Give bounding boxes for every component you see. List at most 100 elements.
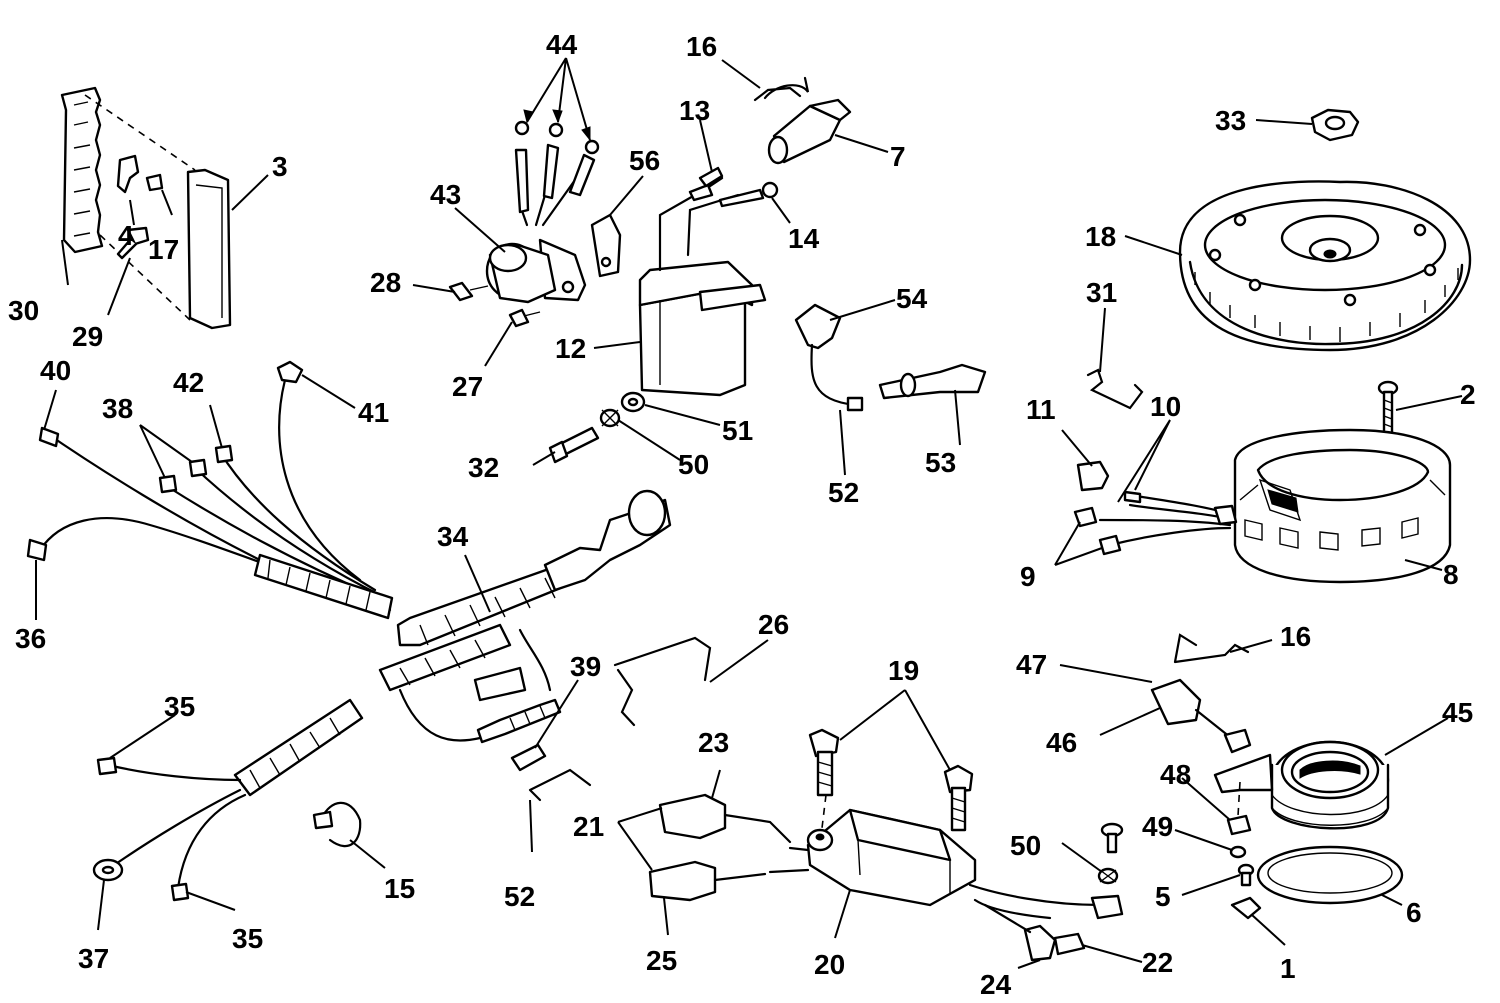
callout-46: 46 — [1046, 727, 1077, 758]
callout-47: 47 — [1016, 649, 1047, 680]
callout-52-bottom: 52 — [504, 881, 535, 912]
callout-13: 13 — [679, 95, 710, 126]
ignition-coil — [638, 168, 779, 397]
callout-51: 51 — [722, 415, 753, 446]
spark-boot-53 — [878, 363, 987, 400]
callout-29: 29 — [72, 321, 103, 352]
callout-23: 23 — [698, 727, 729, 758]
terminal-41 — [276, 360, 304, 384]
clip-15 — [312, 801, 362, 848]
screw-50b — [1100, 822, 1124, 854]
timer-base — [1213, 740, 1390, 830]
spark-boot-54 — [794, 303, 864, 412]
callout-11: 11 — [1026, 394, 1056, 425]
screws-19 — [808, 728, 974, 832]
clip-52b — [528, 768, 592, 802]
washer-51 — [620, 391, 646, 413]
screw-17 — [145, 173, 164, 192]
clip-4 — [116, 154, 140, 194]
callout-18: 18 — [1085, 221, 1116, 252]
lockwasher-50b — [1097, 867, 1119, 885]
callout-19: 19 — [888, 655, 919, 686]
callout-33: 33 — [1215, 105, 1246, 136]
callout-50-top: 50 — [678, 449, 709, 480]
callout-24: 24 — [980, 969, 1012, 1000]
callout-50-bottom: 50 — [1010, 830, 1041, 861]
connector-40 — [38, 426, 60, 448]
callout-54: 54 — [896, 283, 928, 314]
connector-36 — [26, 538, 48, 562]
clip-31 — [1086, 368, 1144, 410]
callout-20: 20 — [814, 949, 845, 980]
lockwasher-50a — [599, 408, 621, 428]
leader-lines — [35, 57, 1463, 969]
callout-16-right: 16 — [1280, 621, 1311, 652]
callout-31: 31 — [1086, 277, 1117, 308]
callout-7: 7 — [890, 141, 906, 172]
flywheel — [1178, 180, 1472, 352]
terminal-block — [60, 86, 196, 321]
fuse-39 — [510, 743, 547, 772]
callout-16-top: 16 — [686, 31, 717, 62]
callout-10: 10 — [1150, 391, 1181, 422]
callout-6: 6 — [1406, 897, 1422, 928]
screw-2 — [1377, 380, 1399, 442]
callout-21: 21 — [573, 811, 604, 842]
callout-8: 8 — [1443, 559, 1459, 590]
callout-5: 5 — [1155, 881, 1171, 912]
connector-23 — [658, 793, 792, 844]
terminal-cover — [186, 168, 232, 330]
callout-30: 30 — [8, 295, 39, 326]
callout-44: 44 — [546, 29, 578, 60]
callout-53: 53 — [925, 447, 956, 478]
clip-48 — [1226, 781, 1252, 836]
callout-22: 22 — [1142, 947, 1173, 978]
callout-3: 3 — [272, 151, 288, 182]
callout-32: 32 — [468, 452, 499, 483]
harness-branch — [92, 698, 364, 902]
connector-25 — [648, 860, 767, 902]
callout-56: 56 — [629, 145, 660, 176]
clip-16b — [1173, 633, 1250, 664]
trigger-sensor-47 — [1150, 678, 1252, 754]
callout-41: 41 — [358, 397, 389, 428]
screw-29 — [116, 226, 150, 260]
callout-49: 49 — [1142, 811, 1173, 842]
callout-35-top: 35 — [164, 691, 195, 722]
callout-27: 27 — [452, 371, 483, 402]
callout-39: 39 — [570, 651, 601, 682]
terminals-38 — [158, 458, 208, 494]
callout-15: 15 — [384, 873, 415, 904]
callout-35-bottom: 35 — [232, 923, 263, 954]
screw-27 — [508, 308, 541, 328]
callout-28: 28 — [370, 267, 401, 298]
screw-5 — [1237, 863, 1255, 887]
screw-32 — [548, 426, 600, 464]
nut-33 — [1310, 108, 1360, 142]
callout-43: 43 — [430, 179, 461, 210]
connector-24 — [983, 903, 1086, 962]
clip-56 — [590, 213, 622, 278]
callout-48: 48 — [1160, 759, 1191, 790]
screw-49 — [1229, 845, 1247, 859]
boot-7 — [767, 98, 852, 165]
retaining-ring-6 — [1256, 845, 1404, 905]
callout-38: 38 — [102, 393, 133, 424]
clip-26 — [613, 636, 712, 727]
callout-25: 25 — [646, 945, 677, 976]
clip-16a — [753, 76, 810, 102]
terminal-42 — [214, 444, 234, 464]
callout-14: 14 — [788, 223, 820, 254]
callout-9: 9 — [1020, 561, 1036, 592]
callout-45: 45 — [1442, 697, 1473, 728]
stator — [1233, 428, 1452, 584]
callout-52-top: 52 — [828, 477, 859, 508]
callout-37: 37 — [78, 943, 109, 974]
callout-1: 1 — [1280, 953, 1296, 984]
callout-42: 42 — [173, 367, 204, 398]
stator-leads — [1073, 460, 1238, 556]
callout-labels: 44 16 13 56 7 3 43 17 4 14 30 28 29 12 5… — [8, 29, 1476, 1000]
screw-28 — [448, 281, 489, 302]
callout-12: 12 — [555, 333, 586, 364]
